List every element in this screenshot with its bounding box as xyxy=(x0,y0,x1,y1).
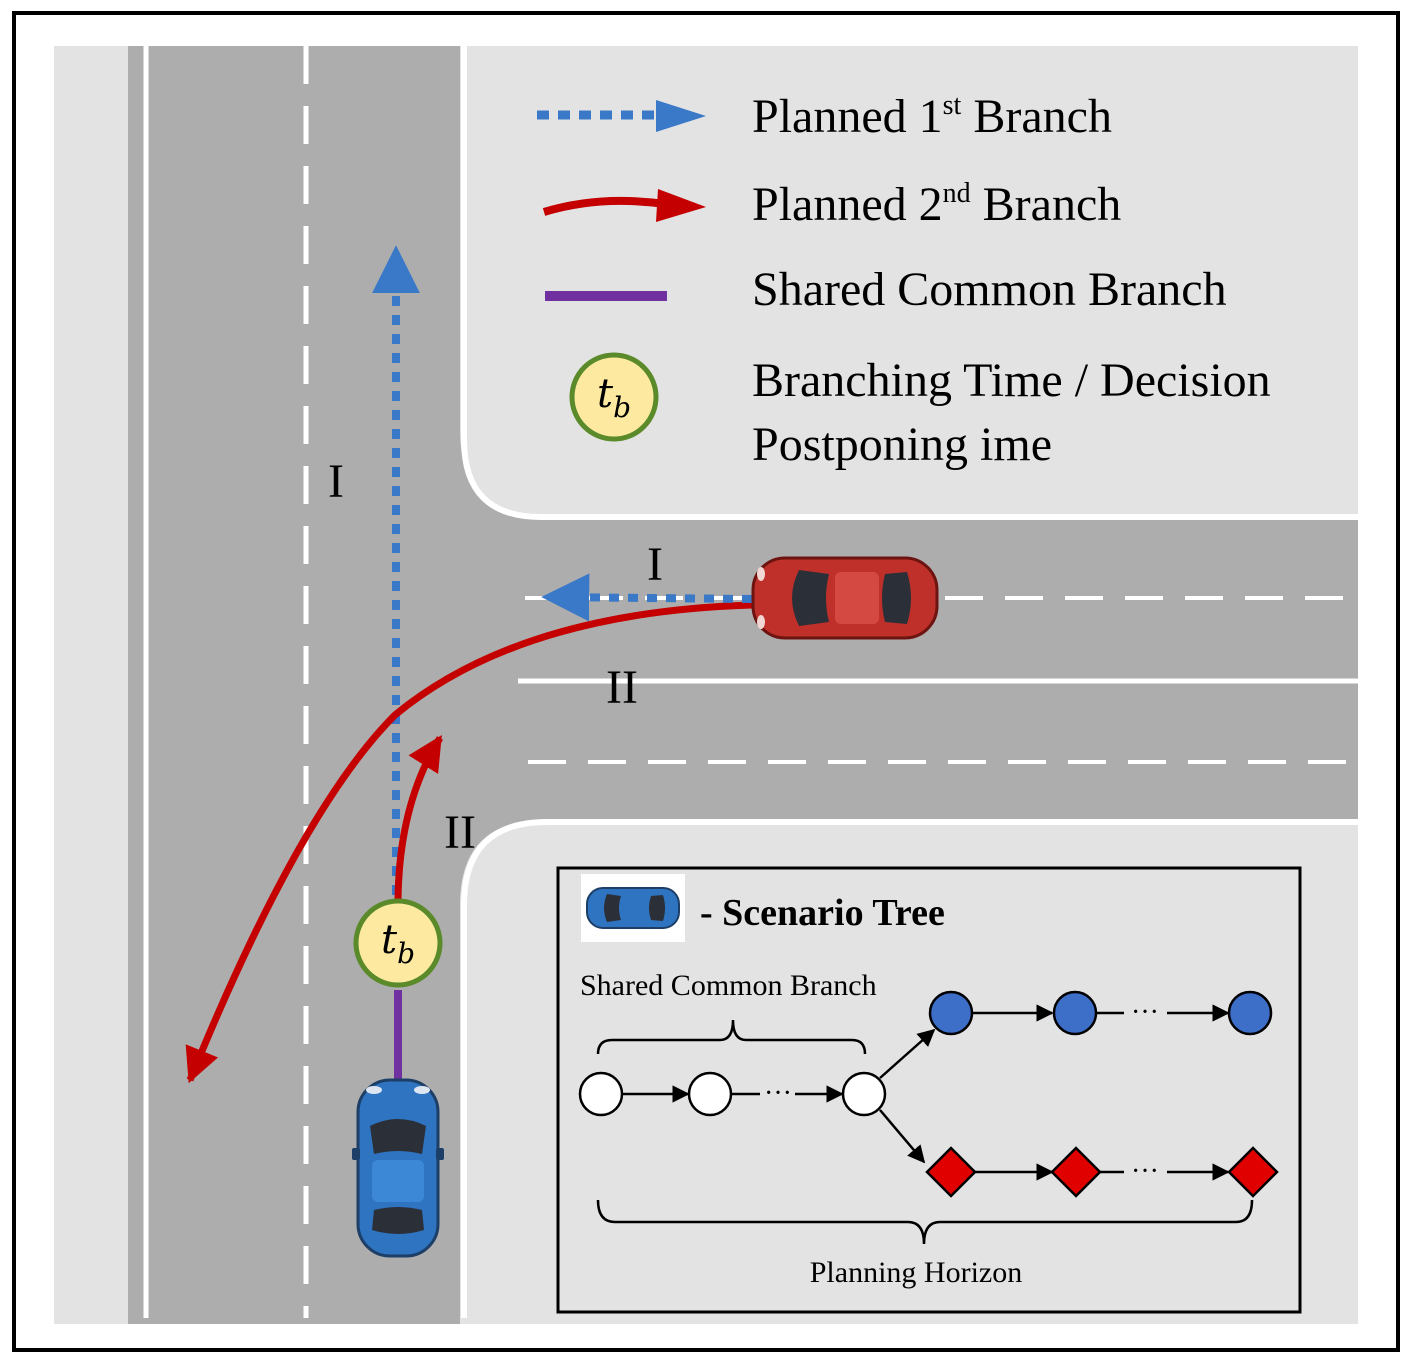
planning-horizon-label: Planning Horizon xyxy=(810,1256,1022,1289)
label-other-i: I xyxy=(647,538,663,591)
tree-node-red xyxy=(1050,1146,1102,1198)
legend-item-4-line-1: Branching Time / Decision xyxy=(752,354,1271,407)
ego-red-branch xyxy=(394,735,443,906)
scenario-tree-car-icon xyxy=(581,874,685,942)
legend-item-1: Planned 1st Branch xyxy=(752,90,1112,143)
other-blue-branch xyxy=(541,573,753,622)
tree-node-blue xyxy=(1227,990,1273,1036)
legend-item-3: Shared Common Branch xyxy=(752,263,1227,316)
tree-edges xyxy=(622,1004,1230,1181)
ellipsis-blue: ··· xyxy=(1131,997,1159,1028)
tree-node-shared xyxy=(578,1071,624,1117)
other-car-red xyxy=(751,556,939,640)
label-ego-i: I xyxy=(328,455,344,508)
scenario-tree-title: - Scenario Tree xyxy=(700,892,945,934)
shared-common-branch-label: Shared Common Branch xyxy=(580,969,877,1002)
horizon-brace xyxy=(596,1199,1254,1245)
tree-node-red xyxy=(925,1146,977,1198)
scenario-tree-inset: - Scenario Tree Shared Common Branch ···… xyxy=(556,866,1302,1314)
legend-badge: tb xyxy=(569,352,659,442)
ego-car-blue xyxy=(352,1078,444,1258)
legend-red-arrowhead xyxy=(656,189,706,222)
tree-node-blue xyxy=(928,990,974,1036)
ellipsis-shared: ··· xyxy=(764,1078,792,1109)
label-other-ii: II xyxy=(606,661,638,714)
legend-item-2: Planned 2nd Branch xyxy=(752,178,1121,231)
road-markings xyxy=(143,46,1358,1318)
legend-item-4-line-2: Postponing ime xyxy=(752,418,1052,471)
ellipsis-red: ··· xyxy=(1131,1156,1159,1187)
tree-node-shared xyxy=(687,1071,733,1117)
legend: Planned 1st Branch Planned 2nd Branch Sh… xyxy=(537,90,1271,471)
branching-time-badge: tb xyxy=(353,898,443,988)
label-ego-ii: II xyxy=(444,806,476,859)
tree-node-blue xyxy=(1052,990,1098,1036)
other-red-branch xyxy=(185,601,753,1084)
legend-red-line xyxy=(542,196,665,216)
shared-brace xyxy=(596,1019,867,1055)
svg-text:tb: tb xyxy=(597,371,631,424)
svg-text:tb: tb xyxy=(381,917,415,970)
tree-node-branch-point xyxy=(841,1071,887,1117)
tree-node-red xyxy=(1227,1146,1279,1198)
legend-blue-arrowhead xyxy=(656,100,706,132)
